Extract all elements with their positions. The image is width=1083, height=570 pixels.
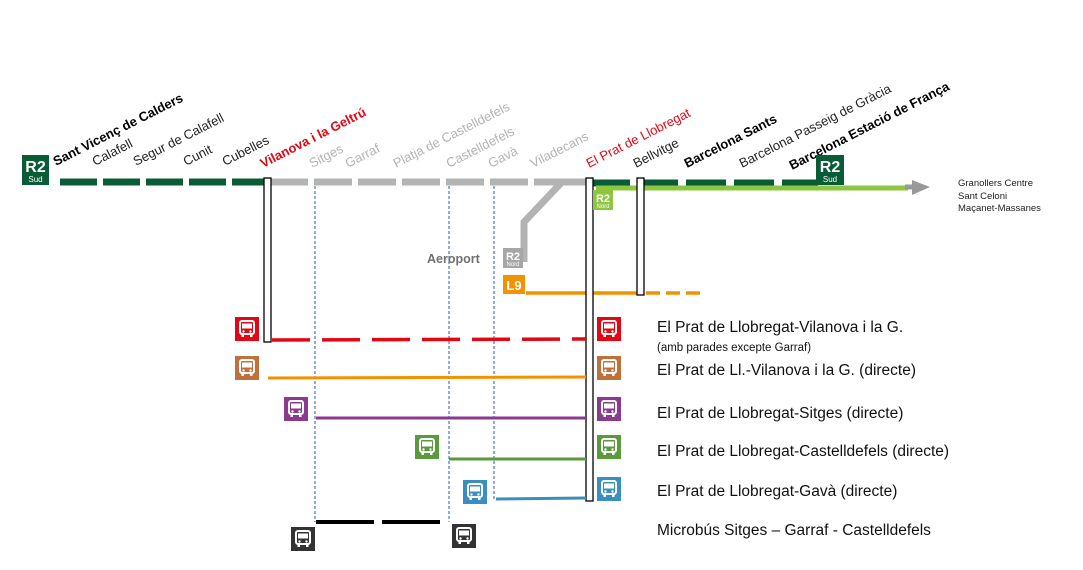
l9-badge: L9 (503, 275, 525, 294)
airport-label: Aeroport (427, 252, 481, 266)
bus-icon (415, 435, 439, 459)
disrupted-line (270, 178, 590, 262)
bus-legend-label: El Prat de Llobregat-Vilanova i la G. (657, 319, 903, 336)
bus-route-blue (495, 496, 587, 501)
bus-routes (267, 337, 587, 524)
bus-legend-label: El Prat de Llobregat-Sitges (directe) (657, 405, 903, 422)
svg-text:Maçanet-Massanes: Maçanet-Massanes (958, 203, 1041, 214)
station-label: Viladecans (528, 128, 592, 170)
svg-text:R2: R2 (506, 251, 520, 263)
bus-legend-label: El Prat de Llobregat-Gavà (directe) (657, 483, 897, 500)
svg-text:Sant Celoni: Sant Celoni (958, 191, 1007, 202)
bus-icon (597, 397, 621, 421)
el-prat-connector (585, 177, 594, 502)
bus-icon (597, 477, 621, 501)
bus-legend-note: (amb parades excepte Garraf) (657, 342, 811, 354)
bus-route-brown (267, 375, 587, 380)
bus-legend-label: Microbús Sitges – Garraf - Castelldefels (657, 522, 931, 539)
bus-icon (597, 317, 621, 341)
r2-sud-badge-left: R2 Sud (22, 155, 49, 185)
bus-icon (235, 317, 259, 341)
bus-icon (291, 527, 315, 551)
bus-legend: El Prat de Llobregat-Vilanova i la G. (a… (657, 319, 949, 539)
station-label: Garraf (343, 140, 383, 170)
destinations: Granollers Centre Sant Celoni Maçanet-Ma… (958, 178, 1041, 214)
svg-text:Sud: Sud (28, 175, 42, 184)
bus-icon (597, 435, 621, 459)
svg-text:L9: L9 (506, 278, 521, 293)
bus-icon (463, 480, 487, 504)
vilanova-connector (263, 177, 272, 343)
bus-icons (235, 317, 621, 551)
r2-sud-badge-right: R2 Sud (816, 155, 844, 185)
bus-route-red (271, 337, 587, 342)
r2-nord-airport-badge: R2 Nord (503, 248, 523, 268)
svg-text:R2: R2 (25, 159, 46, 176)
station-label: Cunit (181, 141, 215, 168)
bus-icon (235, 356, 259, 380)
bellvitge-connector (636, 177, 645, 296)
r2-nord-line (596, 180, 930, 195)
bus-icon (452, 524, 476, 548)
bus-icon (597, 356, 621, 380)
r2-nord-badge: R2 Nord (593, 190, 613, 210)
svg-text:Sud: Sud (823, 175, 837, 184)
svg-text:R2: R2 (820, 159, 841, 176)
station-guides (314, 186, 495, 522)
svg-text:R2: R2 (596, 193, 610, 205)
bus-icon (284, 397, 308, 421)
svg-text:Nord: Nord (596, 204, 609, 210)
svg-text:Nord: Nord (506, 262, 519, 268)
svg-text:Granollers Centre: Granollers Centre (958, 178, 1033, 189)
bus-legend-label: El Prat de Llobregat-Castelldefels (dire… (657, 443, 949, 460)
bus-legend-label: El Prat de Ll.-Vilanova i la G. (directe… (657, 362, 916, 379)
station-label: Barcelona Sants (682, 111, 780, 171)
